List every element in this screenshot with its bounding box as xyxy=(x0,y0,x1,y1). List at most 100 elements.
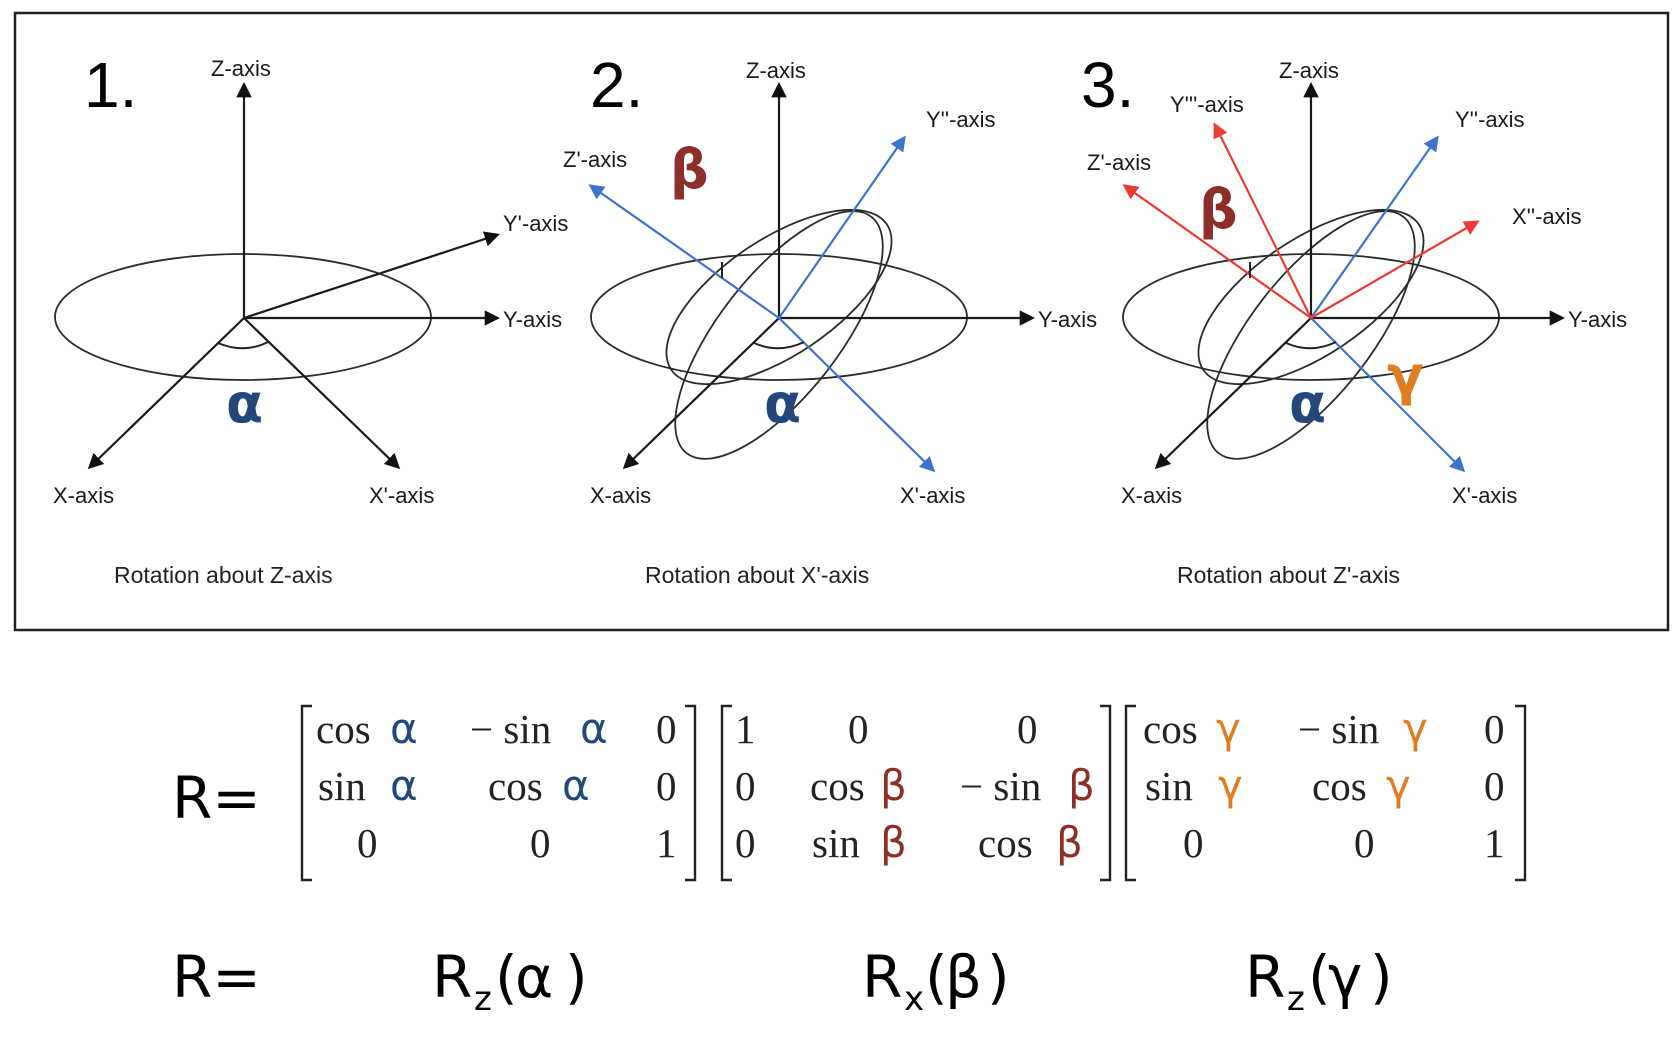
panel-3-z-prime-label: Z'-axis xyxy=(1087,150,1151,175)
panel-2: 2. Z-axis Z'-axis Y''-axis Y-axis X-axis… xyxy=(563,49,1097,588)
rz-alpha-cell: − sin xyxy=(470,706,551,752)
panel-2-x-axis xyxy=(622,317,780,470)
product-term-subscript: z xyxy=(1287,979,1305,1019)
rz-alpha-cell: cos xyxy=(488,763,543,809)
rx-beta-greek: β xyxy=(880,818,907,867)
matrix-rz-gamma: cos γ − sin γ 0 sin γ cos γ 0 0 0 1 xyxy=(1124,704,1527,882)
product-term-greek: β xyxy=(945,943,982,1011)
panel-2-z-prime-label: Z'-axis xyxy=(563,147,627,172)
rz-gamma-cell: cos xyxy=(1143,706,1198,752)
panel-2-tilted-ellipse-2 xyxy=(674,210,884,460)
panel-2-caption: Rotation about X'-axis xyxy=(645,562,869,588)
panel-3-y-double-prime-axis xyxy=(1310,135,1439,319)
panel-1-x-axis xyxy=(87,317,245,470)
figure-frame xyxy=(13,11,1670,632)
matrix-rz-gamma-left-bracket xyxy=(1124,704,1136,882)
rz-gamma-cell: 0 xyxy=(1484,763,1505,809)
rz-gamma-cell: 1 xyxy=(1484,820,1505,866)
matrix-rx-beta-left-bracket xyxy=(720,704,732,882)
panel-3-number: 3. xyxy=(1081,49,1134,121)
panel-1-y-label: Y-axis xyxy=(503,307,562,332)
rz-gamma-greek: γ xyxy=(1403,704,1428,753)
rz-gamma-cell: 0 xyxy=(1484,706,1505,752)
rotation-product-line: R= R z ( α ) R x ( β ) R z ( γ ) xyxy=(172,943,1393,1019)
product-term-rx-beta: R x ( β ) xyxy=(862,943,1010,1019)
matrix-rz-alpha-right-bracket xyxy=(685,704,697,882)
product-term-rz-alpha: R z ( α ) xyxy=(432,943,588,1019)
panel-3-z-label: Z-axis xyxy=(1279,58,1339,83)
panel-2-z-label: Z-axis xyxy=(746,58,806,83)
panel-3-y-triple-prime-axis xyxy=(1213,122,1312,319)
panel-1-alpha-arc xyxy=(217,341,269,350)
rz-alpha-cell: 0 xyxy=(656,706,677,752)
rx-beta-cell: 0 xyxy=(735,763,756,809)
product-term-base: R xyxy=(432,943,472,1011)
rz-gamma-cell: 0 xyxy=(1354,820,1375,866)
panel-2-beta: β xyxy=(670,138,709,201)
product-lhs: R= xyxy=(172,943,261,1011)
panel-1-y-prime-label: Y'-axis xyxy=(503,211,568,236)
panel-2-tilted-ellipse-1 xyxy=(665,208,893,386)
rz-alpha-cell: 1 xyxy=(656,820,677,866)
panel-3-y-triple-prime-label: Y'''-axis xyxy=(1170,92,1244,117)
panel-3-caption: Rotation about Z'-axis xyxy=(1177,562,1400,588)
rz-gamma-cell: sin xyxy=(1145,763,1193,809)
rz-gamma-cell: 0 xyxy=(1183,820,1204,866)
rz-alpha-greek: α xyxy=(390,704,418,753)
rz-gamma-cell: cos xyxy=(1312,763,1367,809)
panel-3-x-double-prime-label: X''-axis xyxy=(1512,204,1582,229)
product-term-close-paren: ) xyxy=(987,943,1010,1011)
panel-3-x-prime-axis xyxy=(1310,317,1466,473)
panel-3-x-axis xyxy=(1154,317,1312,470)
panel-3: 3. Z-axis Y'''-axis Y''-axis Z'-axis X''… xyxy=(1081,49,1627,588)
panel-3-alpha-arc xyxy=(1285,341,1337,350)
panel-2-y-label: Y-axis xyxy=(1038,307,1097,332)
rz-alpha-cell: sin xyxy=(318,763,366,809)
rx-beta-cell: 0 xyxy=(735,820,756,866)
rx-beta-cell: cos xyxy=(978,820,1033,866)
rz-gamma-greek: γ xyxy=(1216,704,1241,753)
product-term-open-paren: ( xyxy=(495,943,518,1011)
product-term-subscript: x xyxy=(904,979,924,1019)
panel-1-number: 1. xyxy=(84,49,137,121)
panel-2-x-prime-axis xyxy=(778,317,936,473)
product-term-close-paren: ) xyxy=(565,943,588,1011)
panel-1-y-prime-axis xyxy=(243,231,500,320)
panel-2-z-prime-axis xyxy=(588,184,780,319)
panel-2-number: 2. xyxy=(590,49,643,121)
panel-3-y-label: Y-axis xyxy=(1568,307,1627,332)
panel-3-y-double-prime-label: Y''-axis xyxy=(1455,107,1525,132)
panel-1-z-label: Z-axis xyxy=(211,56,271,81)
product-term-open-paren: ( xyxy=(925,943,948,1011)
rz-alpha-cell: cos xyxy=(316,706,371,752)
matrix-rz-alpha-left-bracket xyxy=(300,704,312,882)
matrix-rx-beta-right-bracket xyxy=(1100,704,1112,882)
panel-1-alpha: α xyxy=(226,372,263,435)
rx-beta-cell: 0 xyxy=(848,706,869,752)
product-term-close-paren: ) xyxy=(1370,943,1393,1011)
rx-beta-greek: β xyxy=(1056,818,1083,867)
rotation-matrix-formula: R= cos α − sin α 0 sin α cos α 0 0 0 1 xyxy=(172,704,1527,882)
matrix-rx-beta: 1 0 0 0 cos β − sin β 0 sin β cos β xyxy=(720,704,1112,882)
panel-1-x-label: X-axis xyxy=(53,483,114,508)
rx-beta-cell: cos xyxy=(810,763,865,809)
panel-1-caption: Rotation about Z-axis xyxy=(114,562,333,588)
panel-3-gamma: γ xyxy=(1387,344,1424,407)
rx-beta-cell: 1 xyxy=(735,706,756,752)
product-term-open-paren: ( xyxy=(1308,943,1331,1011)
rx-beta-greek: β xyxy=(880,761,907,810)
rz-alpha-cell: 0 xyxy=(357,820,378,866)
panel-3-x-prime-label: X'-axis xyxy=(1452,483,1517,508)
product-term-rz-gamma: R z ( γ ) xyxy=(1245,943,1393,1019)
panel-2-x-prime-label: X'-axis xyxy=(900,483,965,508)
rz-gamma-cell: − sin xyxy=(1298,706,1379,752)
product-term-subscript: z xyxy=(474,979,492,1019)
product-term-greek: γ xyxy=(1328,943,1362,1011)
rz-alpha-cell: 0 xyxy=(530,820,551,866)
panel-3-beta: β xyxy=(1199,178,1238,241)
matrix-rz-alpha: cos α − sin α 0 sin α cos α 0 0 0 1 xyxy=(300,704,697,882)
rz-alpha-greek: α xyxy=(562,761,590,810)
rz-alpha-greek: α xyxy=(580,704,608,753)
panel-3-tilted-ellipse-2 xyxy=(1206,210,1416,460)
